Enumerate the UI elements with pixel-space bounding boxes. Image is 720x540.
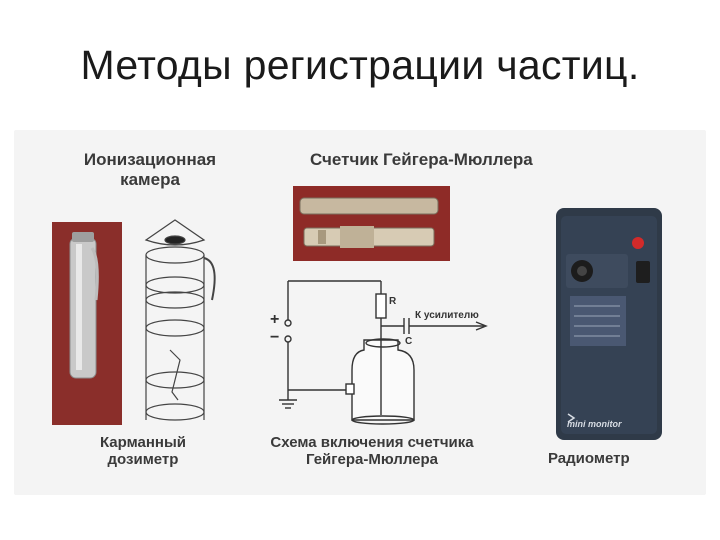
slide-title: Методы регистрации частиц.	[80, 42, 640, 88]
ionization-chamber-drawing	[144, 219, 216, 421]
geiger-counter-label: Счетчик Гейгера-Мюллера	[310, 150, 533, 169]
radiometer-label: Радиометр	[548, 450, 630, 467]
scheme-label: Схема включения счетчика Гейгера-Мюллера	[270, 434, 474, 469]
ionization-chamber-label: Ионизационная камера	[83, 150, 217, 189]
pocket-dosimeter-photo	[52, 222, 122, 425]
resistor-label: R	[389, 296, 397, 307]
plus-terminal-label: +	[270, 311, 280, 328]
capacitor-label: C	[405, 336, 413, 347]
radiometer-brand: mini monitor	[567, 419, 622, 429]
minus-terminal-label: −	[270, 329, 280, 346]
pocket-dosimeter-label: Карманный дозиметр	[99, 434, 187, 469]
geiger-counter-photo	[293, 186, 450, 261]
amplifier-label: К усилителю	[415, 310, 479, 321]
radiometer-photo	[556, 208, 662, 440]
circuit-scheme	[279, 280, 488, 425]
